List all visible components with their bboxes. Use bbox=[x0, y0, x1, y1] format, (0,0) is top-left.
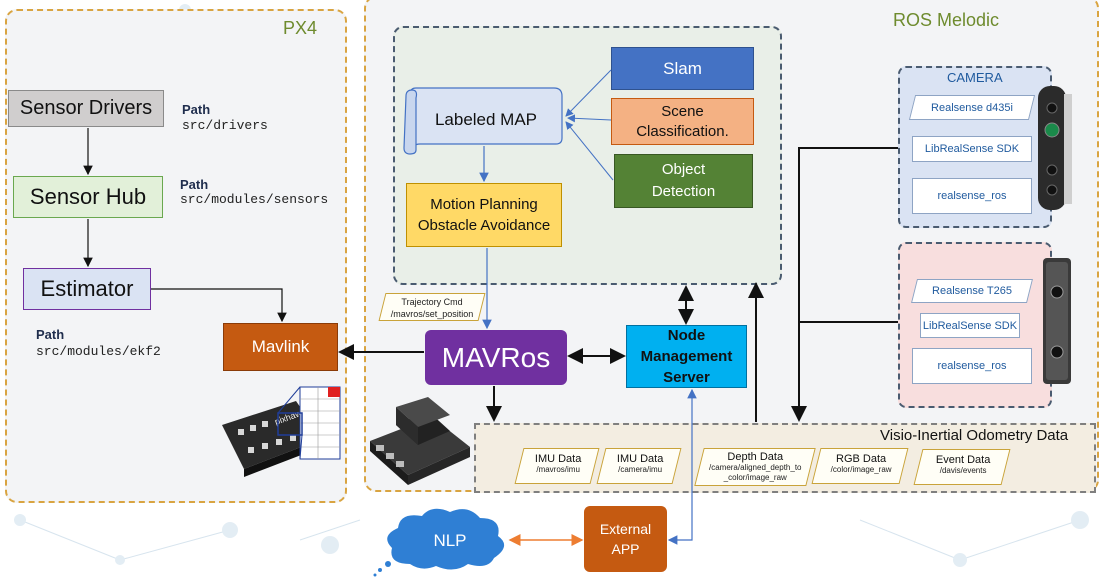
topic-event-path: /davis/events bbox=[939, 466, 987, 475]
topic-imu-mavros: IMU Data /mavros/imu bbox=[514, 448, 600, 484]
motion-planning-box[interactable]: Motion Planning Obstacle Avoidance bbox=[406, 183, 562, 247]
topic-depth-name: Depth Data bbox=[727, 451, 784, 463]
librealsense-sdk-2: LibRealSense SDK bbox=[920, 313, 1020, 338]
trajectory-cmd-parallelogram: Trajectory Cmd /mavros/set_position bbox=[378, 293, 486, 321]
pixhawk-board-image: pixhawk bbox=[222, 386, 341, 477]
mavlink-box[interactable]: Mavlink bbox=[223, 323, 338, 371]
topic-rgb-path: /color/image_raw bbox=[830, 465, 892, 474]
path-label-ekf2: Path bbox=[36, 327, 65, 342]
nlp-cloud[interactable]: NLP bbox=[370, 502, 520, 578]
path-label-sensors: Path bbox=[180, 177, 209, 192]
d435i-camera-image bbox=[1038, 86, 1072, 210]
camera-title: CAMERA bbox=[947, 70, 1003, 85]
px4-title: PX4 bbox=[283, 18, 318, 38]
external-app-box[interactable]: External APP bbox=[584, 506, 667, 572]
estimator-box[interactable]: Estimator bbox=[23, 268, 151, 310]
topic-imu-camera-name: IMU Data bbox=[616, 453, 664, 465]
realsense-t265-text: Realsense T265 bbox=[932, 285, 1012, 297]
topic-imu-camera-path: /camera/imu bbox=[618, 465, 663, 474]
vio-data-title: Visio-Inertial Odometry Data bbox=[880, 427, 1069, 444]
scene-classification-box[interactable]: Scene Classification. bbox=[611, 98, 754, 145]
realsense-ros-1: realsense_ros bbox=[912, 178, 1032, 214]
node-management-server-box[interactable]: Node Management Server bbox=[626, 325, 747, 388]
object-detection-box[interactable]: Object Detection bbox=[614, 154, 753, 208]
labeled-map-label: Labeled MAP bbox=[435, 110, 537, 129]
topic-rgb-name: RGB Data bbox=[836, 453, 887, 465]
topic-event-name: Event Data bbox=[935, 454, 991, 466]
topic-depth: Depth Data /camera/aligned_depth_to_colo… bbox=[694, 448, 816, 486]
topic-event: Event Data /davis/events bbox=[913, 449, 1011, 485]
jetson-board-image bbox=[370, 397, 470, 485]
realsense-d435i-label: Realsense d435i bbox=[908, 95, 1036, 120]
topic-rgb: RGB Data /color/image_raw bbox=[811, 448, 909, 484]
slam-box[interactable]: Slam bbox=[611, 47, 754, 90]
labeled-map-scroll[interactable]: Labeled MAP bbox=[402, 86, 564, 156]
realsense-ros-2: realsense_ros bbox=[912, 348, 1032, 384]
realsense-d435i-text: Realsense d435i bbox=[931, 101, 1013, 114]
path-ekf2: src/modules/ekf2 bbox=[36, 344, 161, 359]
realsense-t265-label: Realsense T265 bbox=[911, 279, 1033, 303]
path-drivers: src/drivers bbox=[182, 118, 268, 133]
topic-imu-mavros-name: IMU Data bbox=[534, 453, 582, 465]
path-label-drivers: Path bbox=[182, 102, 211, 117]
trajectory-cmd-topic: /mavros/set_position bbox=[390, 309, 474, 319]
topic-depth-path: /camera/aligned_depth_to_color/image_raw bbox=[708, 463, 802, 482]
trajectory-cmd-label: Trajectory Cmd bbox=[401, 297, 463, 307]
ros-title: ROS Melodic bbox=[893, 10, 1000, 30]
t265-camera-image bbox=[1043, 258, 1071, 384]
sensor-hub-box[interactable]: Sensor Hub bbox=[13, 176, 163, 218]
path-sensors: src/modules/sensors bbox=[180, 192, 329, 207]
topic-imu-camera: IMU Data /camera/imu bbox=[596, 448, 682, 484]
sensor-drivers-box[interactable]: Sensor Drivers bbox=[8, 90, 164, 127]
nlp-label: NLP bbox=[433, 531, 466, 550]
librealsense-sdk-1: LibRealSense SDK bbox=[912, 136, 1032, 162]
topic-imu-mavros-path: /mavros/imu bbox=[536, 465, 580, 474]
mavros-box[interactable]: MAVRos bbox=[425, 330, 567, 385]
